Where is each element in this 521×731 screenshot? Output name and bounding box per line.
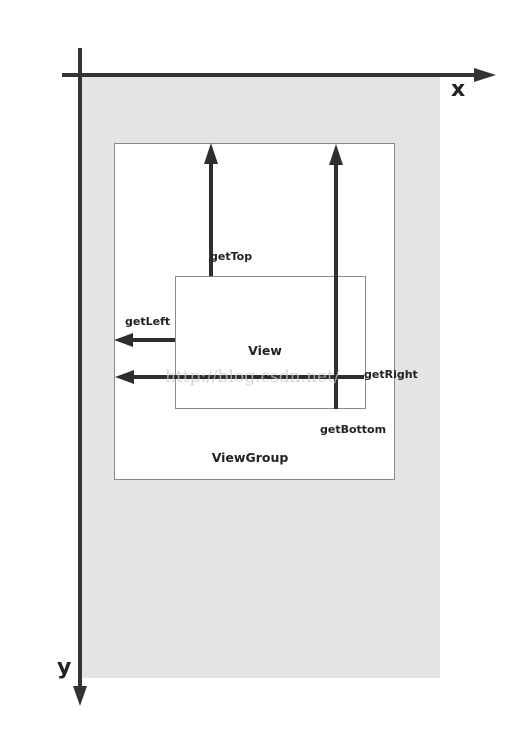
get-right-label: getRight	[364, 368, 418, 381]
get-left-arrowhead	[114, 333, 133, 347]
get-top-label: getTop	[210, 250, 252, 263]
viewgroup-label: ViewGroup	[212, 450, 289, 465]
y-axis-label: y	[57, 655, 71, 680]
y-axis-arrowhead	[73, 686, 87, 706]
get-right-arrowhead	[115, 370, 134, 384]
get-top-arrowhead	[204, 143, 218, 164]
x-axis-label: x	[451, 77, 465, 102]
x-axis-arrowhead	[474, 68, 496, 82]
view-box	[175, 276, 366, 409]
get-bottom-label: getBottom	[320, 423, 386, 436]
get-left-label: getLeft	[125, 315, 170, 328]
get-bottom-arrowhead	[329, 144, 343, 165]
watermark: http://blog.csdn.net/	[165, 367, 340, 387]
view-label: View	[248, 343, 282, 358]
